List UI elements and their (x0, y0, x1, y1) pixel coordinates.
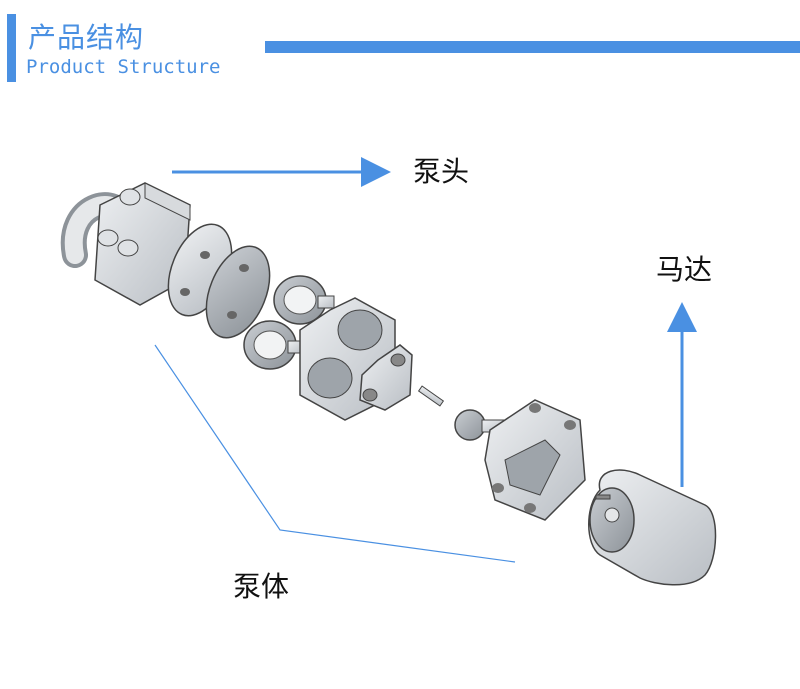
diaphragm-cup-upper (273, 275, 335, 325)
section-title: 产品结构 (28, 21, 145, 54)
pump-base-housing (484, 399, 586, 521)
header-divider-line (265, 41, 800, 53)
diaphragm-cup-lower (243, 320, 305, 370)
eccentric-pin (417, 385, 445, 407)
pump-body-label: 泵体 (233, 570, 290, 603)
connecting-rod-bracket (359, 344, 413, 411)
pump-head-label: 泵头 (413, 155, 470, 188)
section-subtitle: Product Structure (26, 56, 221, 78)
pump-body-bracket (154, 344, 516, 563)
motor-label: 马达 (656, 253, 713, 286)
header-accent-bar (7, 14, 16, 82)
motor-part (588, 469, 717, 586)
diaphragm-plate-2 (205, 245, 271, 339)
